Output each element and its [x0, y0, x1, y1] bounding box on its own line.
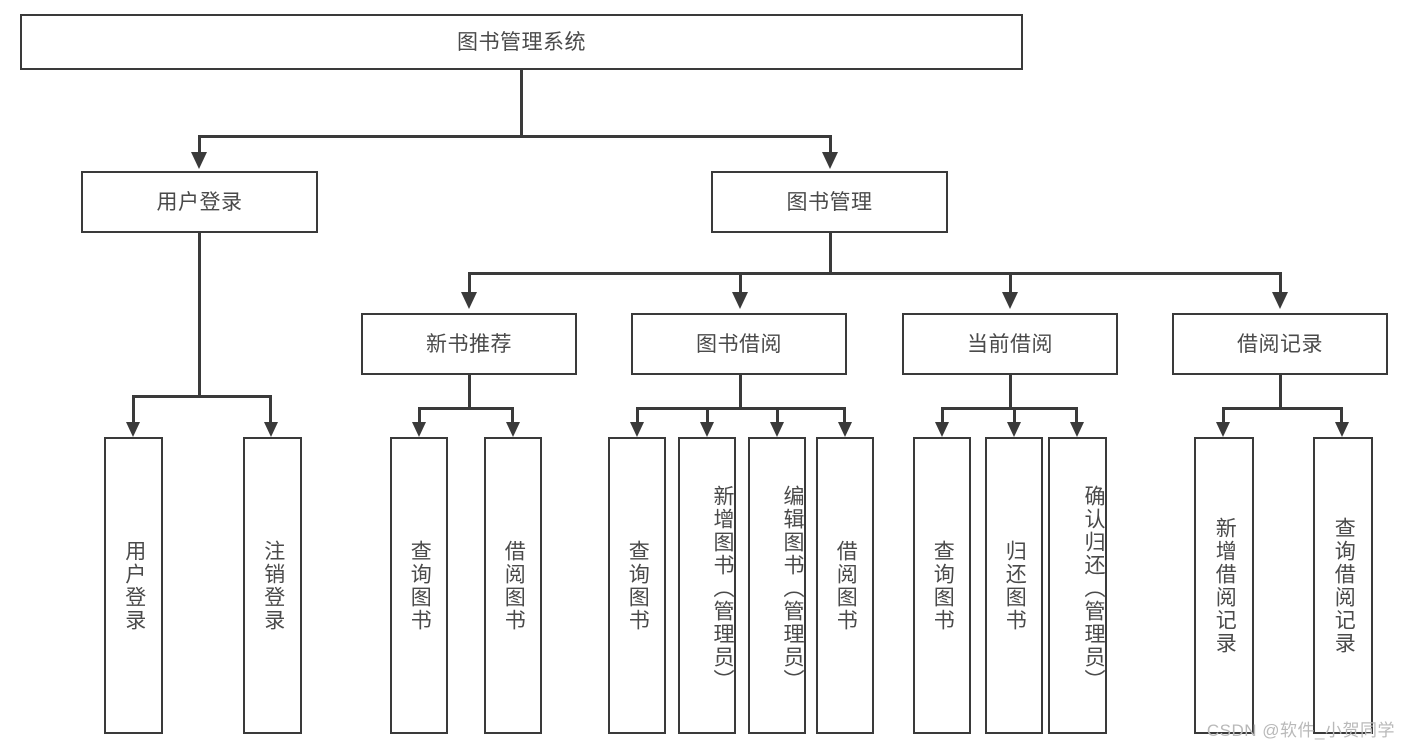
connector-cb-drop-0	[941, 407, 944, 423]
connector-root-drop-left	[198, 135, 201, 155]
connector-l2-drop-0	[468, 272, 471, 294]
node-label: 编辑图书（管理员）	[781, 485, 804, 692]
arrow-to-leaf-add-book	[700, 422, 714, 437]
leaf-add-borrow-record[interactable]: 新增借阅记录	[1194, 437, 1254, 734]
arrow-to-leaf-user-login	[126, 422, 140, 437]
node-label: 查询图书	[626, 539, 650, 632]
node-book-manage[interactable]: 图书管理	[711, 171, 948, 233]
connector-book-borrow-stem	[739, 375, 742, 409]
arrow-to-leaf-query-record	[1335, 422, 1349, 437]
arrow-to-leaf-add-record	[1216, 422, 1230, 437]
connector-bb-drop-3	[843, 407, 846, 423]
arrow-to-leaf-borrow-book-bb	[838, 422, 852, 437]
arrow-to-book-borrow	[732, 292, 748, 309]
arrow-to-leaf-query-book-bb	[630, 422, 644, 437]
node-label: 借阅图书	[834, 539, 858, 632]
leaf-return-book[interactable]: 归还图书	[985, 437, 1043, 734]
leaf-edit-book-admin[interactable]: 编辑图书（管理员）	[748, 437, 806, 734]
node-borrow-record[interactable]: 借阅记录	[1172, 313, 1388, 375]
connector-br-drop-1	[1340, 407, 1343, 423]
node-label: 图书借阅	[696, 332, 782, 356]
connector-user-login-bus	[132, 395, 271, 398]
node-root-system[interactable]: 图书管理系统	[20, 14, 1023, 70]
arrow-to-new-book	[461, 292, 477, 309]
connector-user-login-drop-1	[269, 395, 272, 423]
connector-new-book-drop-1	[511, 407, 514, 423]
node-label: 确认归还（管理员）	[1082, 485, 1105, 692]
node-label: 新增借阅记录	[1213, 516, 1237, 655]
node-label: 用户登录	[156, 190, 243, 214]
arrow-to-leaf-query-book-nb	[412, 422, 426, 437]
leaf-query-book-current[interactable]: 查询图书	[913, 437, 971, 734]
connector-root-stem	[520, 70, 523, 136]
node-user-login[interactable]: 用户登录	[81, 171, 318, 233]
leaf-borrow-book-borrow[interactable]: 借阅图书	[816, 437, 874, 734]
node-label: 借阅记录	[1237, 332, 1323, 356]
node-label: 新增图书（管理员）	[711, 485, 734, 692]
node-label: 用户登录	[122, 539, 146, 632]
arrow-to-leaf-confirm-return	[1070, 422, 1084, 437]
node-label: 图书管理	[786, 190, 873, 214]
node-label: 新书推荐	[426, 332, 512, 356]
node-new-book-recommend[interactable]: 新书推荐	[361, 313, 577, 375]
connector-cb-drop-1	[1013, 407, 1016, 423]
connector-current-borrow-stem	[1009, 375, 1012, 409]
leaf-logout-login[interactable]: 注销登录	[243, 437, 302, 734]
connector-cb-drop-2	[1075, 407, 1078, 423]
connector-l2-drop-2	[1009, 272, 1012, 294]
node-label: 归还图书	[1003, 539, 1027, 632]
node-label: 查询图书	[408, 539, 432, 632]
leaf-query-book-borrow[interactable]: 查询图书	[608, 437, 666, 734]
connector-root-drop-right	[829, 135, 832, 155]
connector-root-bus	[198, 135, 832, 138]
leaf-confirm-return-admin[interactable]: 确认归还（管理员）	[1048, 437, 1107, 734]
connector-l2-drop-3	[1279, 272, 1282, 294]
leaf-borrow-book-new[interactable]: 借阅图书	[484, 437, 542, 734]
node-label: 当前借阅	[967, 332, 1053, 356]
connector-bb-drop-0	[636, 407, 639, 423]
arrow-to-leaf-edit-book	[770, 422, 784, 437]
connector-user-login-drop-0	[132, 395, 135, 423]
arrow-to-book-manage	[822, 152, 838, 169]
node-book-borrow[interactable]: 图书借阅	[631, 313, 847, 375]
arrow-to-leaf-query-book-cb	[935, 422, 949, 437]
connector-bb-drop-2	[776, 407, 779, 423]
node-current-borrow[interactable]: 当前借阅	[902, 313, 1118, 375]
connector-borrow-record-bus	[1222, 407, 1342, 410]
leaf-add-book-admin[interactable]: 新增图书（管理员）	[678, 437, 736, 734]
connector-current-borrow-bus	[941, 407, 1077, 410]
leaf-query-borrow-record[interactable]: 查询借阅记录	[1313, 437, 1373, 734]
connector-borrow-record-stem	[1279, 375, 1282, 409]
arrow-to-leaf-borrow-book-nb	[506, 422, 520, 437]
connector-book-manage-bus	[468, 272, 1282, 275]
connector-book-borrow-bus	[636, 407, 845, 410]
connector-new-book-drop-0	[418, 407, 421, 423]
node-label: 图书管理系统	[457, 30, 586, 54]
csdn-watermark: CSDN @软件_小贺同学	[1206, 721, 1395, 740]
leaf-query-book-new[interactable]: 查询图书	[390, 437, 448, 734]
connector-user-login-stem	[198, 233, 201, 397]
connector-book-manage-stem	[829, 233, 832, 274]
leaf-user-login[interactable]: 用户登录	[104, 437, 163, 734]
connector-l2-drop-1	[739, 272, 742, 294]
node-label: 注销登录	[261, 539, 285, 632]
arrow-to-current-borrow	[1002, 292, 1018, 309]
arrow-to-leaf-return-book	[1007, 422, 1021, 437]
connector-br-drop-0	[1222, 407, 1225, 423]
arrow-to-user-login	[191, 152, 207, 169]
node-label: 查询图书	[931, 539, 955, 632]
arrow-to-borrow-record	[1272, 292, 1288, 309]
node-label: 查询借阅记录	[1332, 516, 1356, 655]
connector-new-book-stem	[468, 375, 471, 409]
connector-new-book-bus	[418, 407, 513, 410]
node-label: 借阅图书	[502, 539, 526, 632]
arrow-to-leaf-logout	[264, 422, 278, 437]
connector-bb-drop-1	[706, 407, 709, 423]
